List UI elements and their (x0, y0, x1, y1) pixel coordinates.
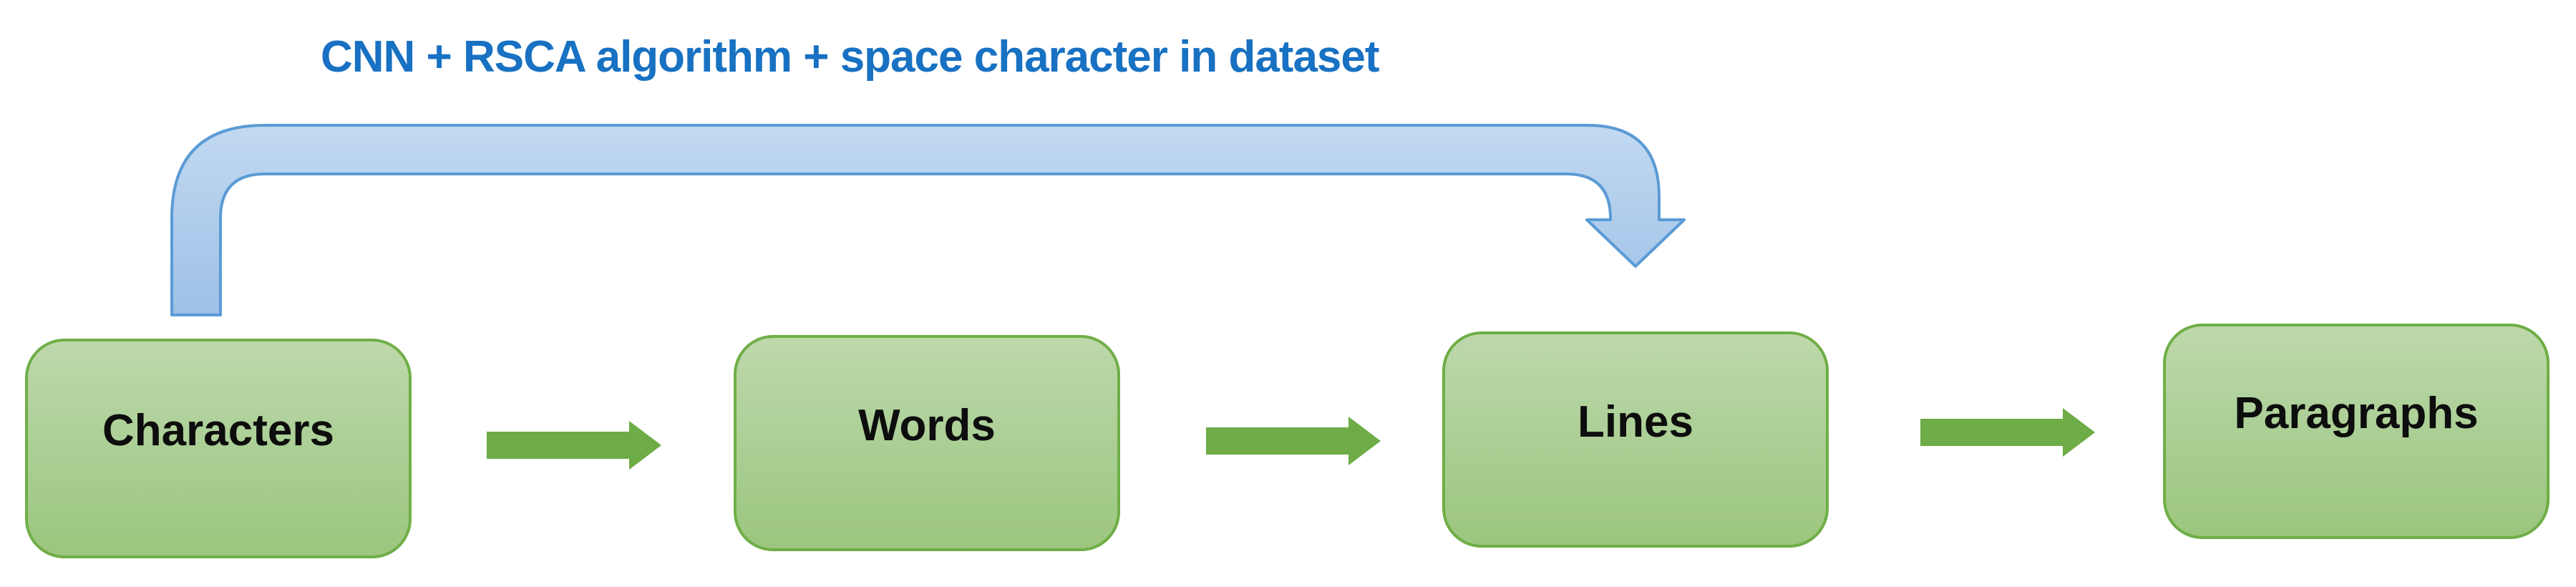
node-paragraphs-label: Paragraphs (2234, 389, 2479, 438)
node-characters-label: Characters (102, 406, 334, 455)
bent-down-arrow-icon (170, 124, 1686, 316)
right-arrow-icon-lines-to-paragraphs (1920, 408, 2095, 457)
node-words-label: Words (858, 400, 996, 450)
diagram-title: CNN + RSCA algorithm + space character i… (321, 32, 1380, 82)
right-arrow-icon-words-to-lines (1206, 417, 1381, 465)
node-lines-label: Lines (1578, 397, 1693, 447)
right-arrow-icon-characters-to-words (487, 421, 661, 470)
node-lines: Lines (1442, 331, 1829, 548)
node-characters: Characters (25, 339, 412, 558)
node-paragraphs: Paragraphs (2163, 324, 2550, 539)
node-words: Words (734, 335, 1120, 551)
